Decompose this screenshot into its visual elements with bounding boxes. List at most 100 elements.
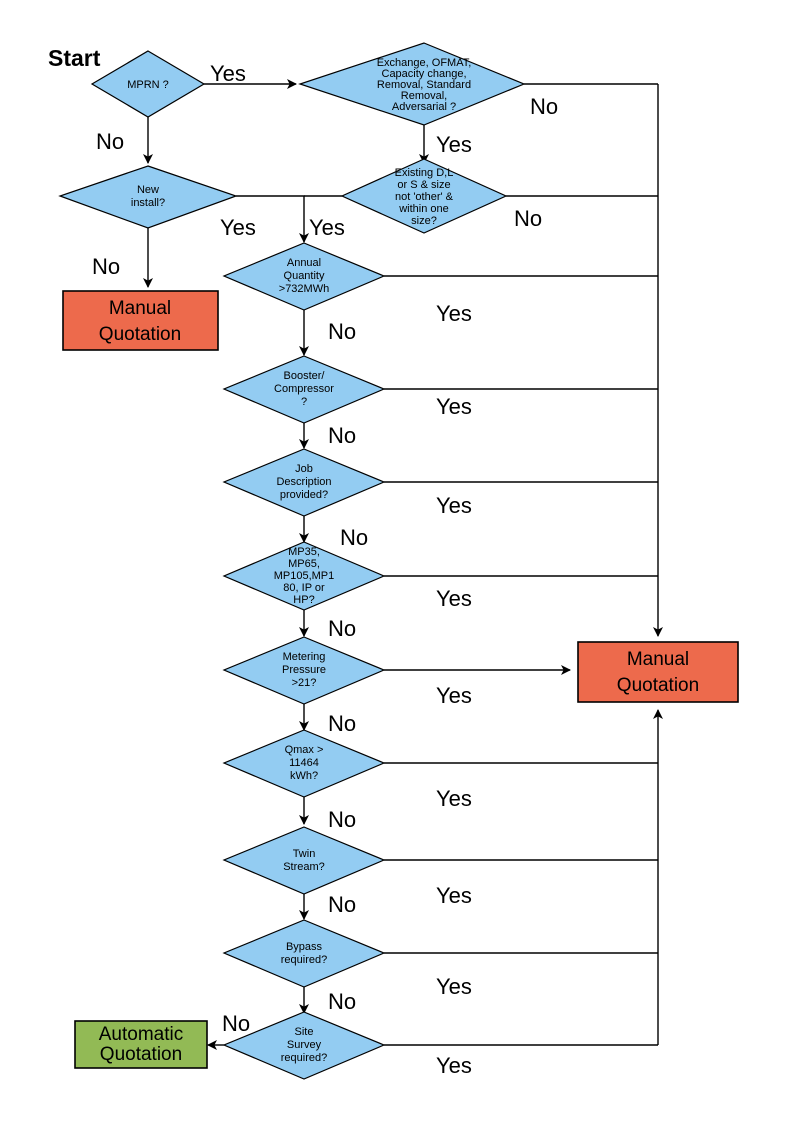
decision-new-install-shape[interactable] — [58, 165, 238, 229]
terminal-manual-quotation-right-shape[interactable] — [577, 641, 739, 703]
terminal-manual-quotation-right[interactable]: Manual Quotation — [577, 641, 739, 703]
decision-annual-quantity-shape[interactable] — [222, 242, 386, 311]
decision-existing-line-2: not 'other' & — [395, 191, 454, 203]
decision-qmax-line-2: kWh? — [290, 770, 318, 782]
decision-existing-line-1: or S & size — [397, 179, 450, 191]
terminal-automatic-quotation-line-1: Quotation — [100, 1044, 182, 1065]
decision-exchange-shape[interactable] — [298, 42, 526, 126]
edge-labels: Yes No No Yes Yes No No Yes Yes No Yes N… — [92, 61, 558, 1078]
decision-mp-class-shape[interactable] — [222, 541, 386, 611]
decision-exchange-line-3: Removal, — [401, 90, 447, 102]
decision-metering-pressure-shape[interactable] — [222, 636, 386, 705]
decision-qmax-shape[interactable] — [222, 729, 386, 798]
decision-mp-class-line-4: HP? — [293, 594, 314, 606]
decision-site-survey-shape[interactable] — [222, 1011, 386, 1080]
edge-label-existing-no: No — [514, 206, 542, 231]
decision-existing-line-3: within one — [398, 203, 449, 215]
decision-twin-stream-shape[interactable] — [222, 826, 386, 895]
edge-label-bypass-yes: Yes — [436, 974, 472, 999]
edge-label-exchange-no: No — [530, 94, 558, 119]
decision-site-survey-line-0: Site — [295, 1026, 314, 1038]
connectors — [143, 79, 663, 1050]
decision-job-description[interactable]: Job Description provided? — [222, 448, 386, 517]
edge-label-existing-yes: Yes — [309, 215, 345, 240]
decision-existing[interactable]: Existing D,L or S & size not 'other' & w… — [340, 158, 508, 234]
edge-label-bypass-no: No — [328, 989, 356, 1014]
decision-exchange-line-1: Capacity change, — [382, 68, 467, 80]
decision-exchange-line-4: Adversarial ? — [392, 101, 456, 113]
decision-job-description-line-1: Description — [276, 476, 331, 488]
edge-label-metering-pressure-yes: Yes — [436, 683, 472, 708]
decision-annual-quantity-line-0: Annual — [287, 257, 321, 269]
decision-mp-class-line-0: MP35, — [288, 546, 320, 558]
terminal-manual-quotation-left-line-0: Manual — [109, 298, 171, 319]
edge-label-booster-no: No — [328, 423, 356, 448]
edge-label-exchange-yes: Yes — [436, 132, 472, 157]
edge-label-new-install-no: No — [92, 254, 120, 279]
edge-label-job-description-no: No — [340, 525, 368, 550]
terminal-manual-quotation-left-shape[interactable] — [62, 290, 219, 351]
decision-mp-class[interactable]: MP35, MP65, MP105,MP1 80, IP or HP? — [222, 541, 386, 611]
decision-metering-pressure[interactable]: Metering Pressure >21? — [222, 636, 386, 705]
decision-exchange-line-0: Exchange, OFMAT, — [377, 57, 472, 69]
decision-bypass[interactable]: Bypass required? — [222, 919, 386, 988]
decision-twin-stream[interactable]: Twin Stream? — [222, 826, 386, 895]
edge-label-booster-yes: Yes — [436, 394, 472, 419]
decision-existing-line-0: Existing D,L — [395, 167, 454, 179]
terminal-manual-quotation-left-line-1: Quotation — [99, 324, 181, 345]
decision-site-survey-line-1: Survey — [287, 1039, 322, 1051]
terminal-manual-quotation-left[interactable]: Manual Quotation — [62, 290, 219, 351]
edge-label-qmax-yes: Yes — [436, 786, 472, 811]
decision-qmax-line-1: 11464 — [289, 757, 319, 769]
decision-twin-stream-line-0: Twin — [293, 848, 316, 860]
decision-booster-line-2: ? — [301, 396, 307, 408]
decision-mp-class-line-2: MP105,MP1 — [274, 570, 335, 582]
decision-site-survey[interactable]: Site Survey required? — [222, 1011, 386, 1080]
decision-booster-line-0: Booster/ — [284, 370, 326, 382]
decision-exchange[interactable]: Exchange, OFMAT, Capacity change, Remova… — [298, 42, 526, 126]
start-label: Start — [48, 45, 101, 71]
terminal-automatic-quotation-shape[interactable] — [74, 1020, 208, 1069]
decision-new-install-line-1: install? — [131, 197, 165, 209]
decision-site-survey-line-2: required? — [281, 1052, 327, 1064]
terminal-manual-quotation-right-line-1: Quotation — [617, 675, 699, 696]
decision-booster-shape[interactable] — [222, 355, 386, 424]
decision-booster-line-1: Compressor — [274, 383, 334, 395]
edge-label-mp-class-yes: Yes — [436, 586, 472, 611]
edge-label-job-description-yes: Yes — [436, 493, 472, 518]
edge-label-metering-pressure-no: No — [328, 711, 356, 736]
decision-existing-shape[interactable] — [340, 158, 508, 234]
edge-label-mp-class-no: No — [328, 616, 356, 641]
decision-mp-class-line-3: 80, IP or — [283, 582, 325, 594]
decision-qmax[interactable]: Qmax > 11464 kWh? — [222, 729, 386, 798]
edge-label-mprn-no: No — [96, 129, 124, 154]
decision-mp-class-line-1: MP65, — [288, 558, 320, 570]
edge-label-mprn-yes: Yes — [210, 61, 246, 86]
edge-label-site-survey-no: No — [222, 1011, 250, 1036]
decision-job-description-line-2: provided? — [280, 489, 328, 501]
decision-mprn[interactable]: MPRN ? — [90, 50, 206, 118]
terminal-automatic-quotation[interactable]: Automatic Quotation — [74, 1020, 208, 1069]
decision-existing-line-4: size? — [411, 215, 437, 227]
edge-label-twin-stream-yes: Yes — [436, 883, 472, 908]
decision-metering-pressure-line-1: Pressure — [282, 664, 326, 676]
decision-bypass-shape[interactable] — [222, 919, 386, 988]
terminal-manual-quotation-right-line-0: Manual — [627, 649, 689, 670]
decision-qmax-line-0: Qmax > — [285, 744, 324, 756]
decision-new-install[interactable]: New install? — [58, 165, 238, 229]
decision-annual-quantity[interactable]: Annual Quantity >732MWh — [222, 242, 386, 311]
edge-label-annual-quantity-yes: Yes — [436, 301, 472, 326]
decision-mprn-shape[interactable] — [90, 50, 206, 118]
decision-job-description-shape[interactable] — [222, 448, 386, 517]
decision-job-description-line-0: Job — [295, 463, 313, 475]
decision-booster[interactable]: Booster/ Compressor ? — [222, 355, 386, 424]
decision-bypass-line-1: required? — [281, 954, 327, 966]
decision-mprn-line-0: MPRN ? — [127, 79, 169, 91]
decision-bypass-line-0: Bypass — [286, 941, 323, 953]
decision-new-install-line-0: New — [137, 184, 159, 196]
edge-label-twin-stream-no: No — [328, 892, 356, 917]
decision-exchange-line-2: Removal, Standard — [377, 79, 471, 91]
edge-label-annual-quantity-no: No — [328, 319, 356, 344]
